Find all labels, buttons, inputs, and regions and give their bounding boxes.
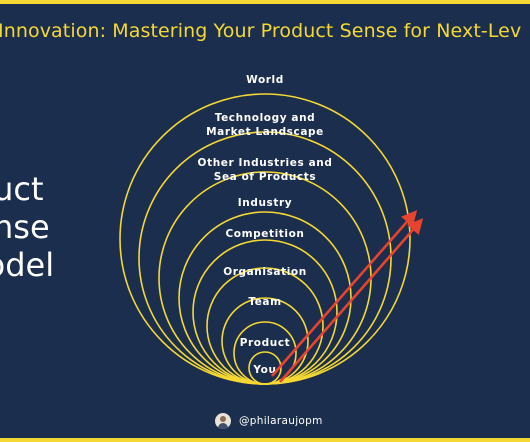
side-title-line-3: Model xyxy=(0,246,55,284)
ring-label-8-0: You xyxy=(252,364,276,376)
ring-label-4-0: Competition xyxy=(225,228,304,240)
ring-label-1-0: Technology and xyxy=(215,112,316,124)
ring-label-0-0: World xyxy=(246,74,284,86)
growth-arrow-1 xyxy=(271,210,418,377)
ring-8 xyxy=(248,351,282,385)
ring-label-2-1: Sea of Products xyxy=(214,171,316,183)
ring-label-3-0: Industry xyxy=(238,197,292,209)
author-handle: @philaraujopm xyxy=(239,415,323,427)
side-title-line-1: Product xyxy=(0,170,44,208)
side-title: Product Sense Model xyxy=(0,170,60,284)
bottom-accent-bar xyxy=(0,438,530,442)
ring-label-5-0: Organisation xyxy=(223,266,307,278)
ring-label-1-1: Market Landscape xyxy=(206,126,324,138)
ring-4 xyxy=(192,239,338,385)
page-title: Innovation: Mastering Your Product Sense… xyxy=(0,20,522,42)
ring-label-6-0: Team xyxy=(248,296,281,308)
side-title-line-2: Sense xyxy=(0,208,50,246)
ring-label-7-0: Product xyxy=(240,337,291,349)
top-accent-bar xyxy=(0,0,530,4)
footer: @philaraujopm xyxy=(215,413,323,429)
growth-arrow-2 xyxy=(279,218,424,383)
avatar xyxy=(215,413,231,429)
ring-label-2-0: Other Industries and xyxy=(198,157,333,169)
